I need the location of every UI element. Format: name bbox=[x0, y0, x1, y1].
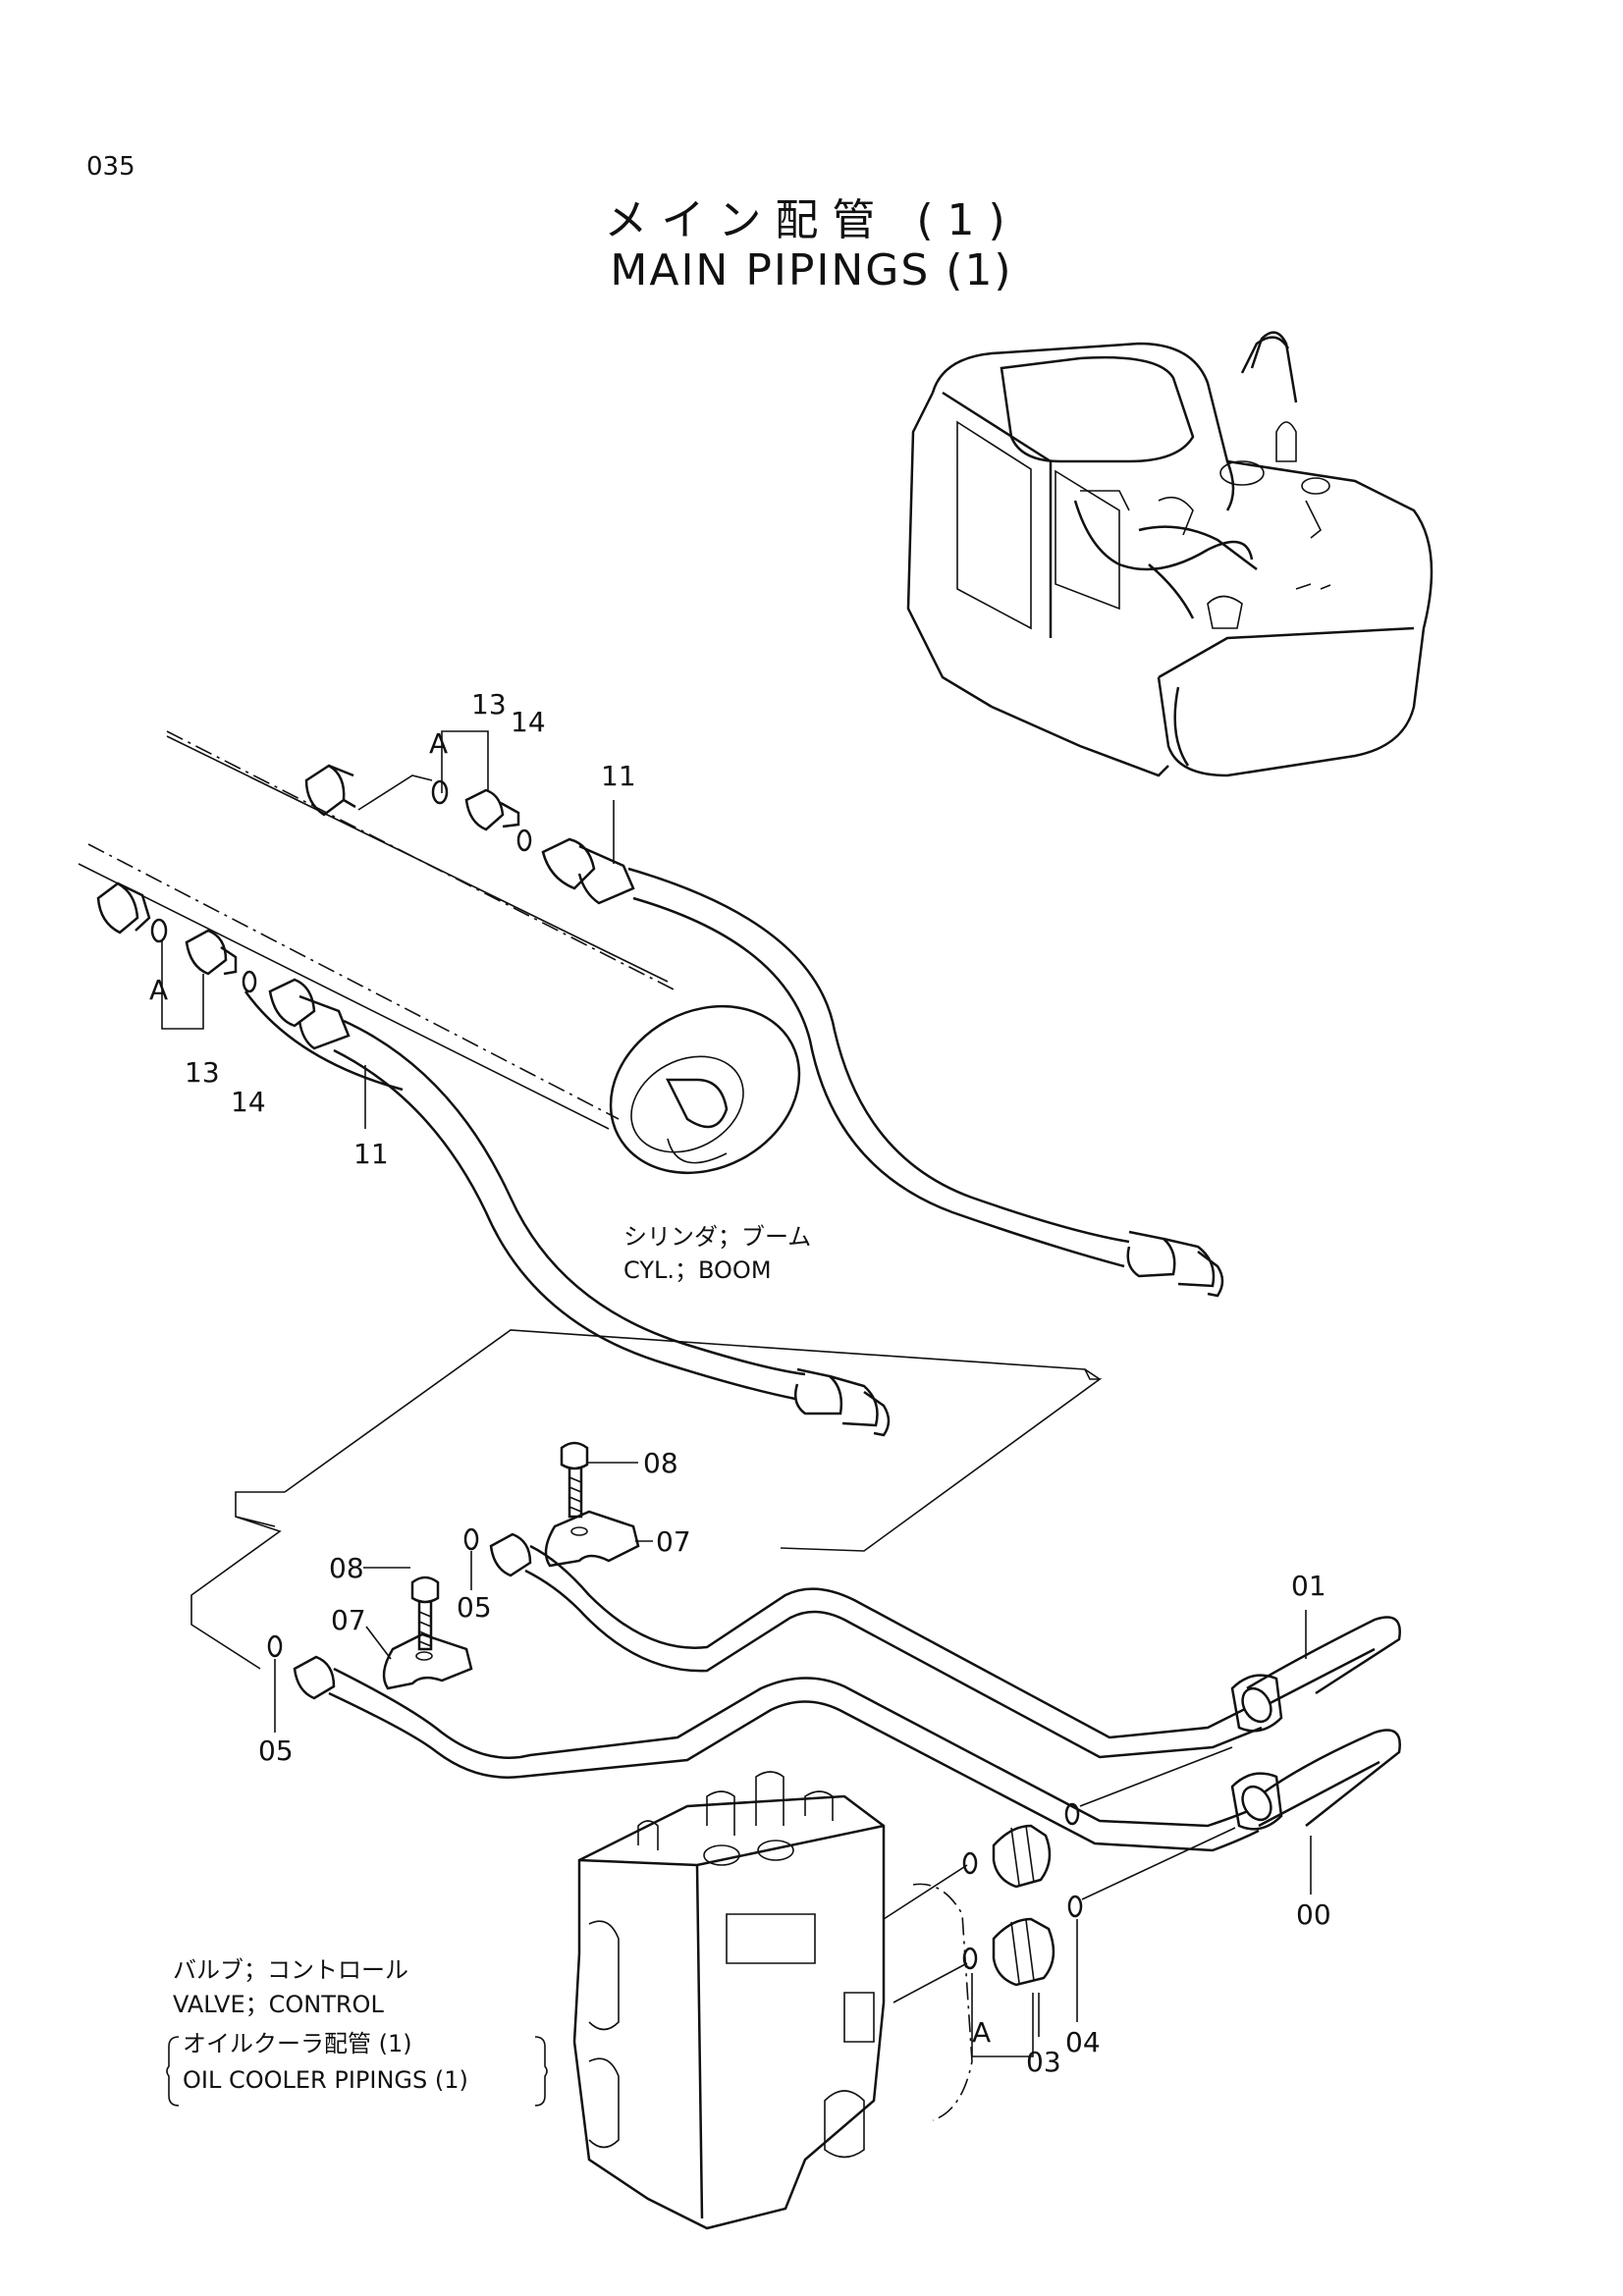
caption-oil-cooler-jp: オイルクーラ配管 (1) bbox=[183, 2030, 412, 2057]
control-valve-drawing bbox=[572, 1771, 973, 2230]
part-label-a-top: A bbox=[429, 727, 448, 760]
cooler-caption-bracket bbox=[166, 2036, 548, 2107]
part-label-01: 01 bbox=[1291, 1570, 1326, 1602]
captions: シリンダ；ブーム CYL.；BOOM バルブ；コントロール VALVE；CONT… bbox=[173, 1223, 811, 2094]
caption-oil-cooler-en: OIL COOLER PIPINGS (1) bbox=[183, 2066, 468, 2094]
part-label-07-mid: 07 bbox=[331, 1604, 366, 1636]
part-label-00: 00 bbox=[1296, 1898, 1331, 1931]
caption-control-valve-en: VALVE；CONTROL bbox=[173, 1991, 384, 2018]
excavator-overview-drawing bbox=[906, 331, 1434, 777]
part-labels: 13 14 A 11 A 13 14 11 08 07 08 05 07 05 … bbox=[149, 688, 1331, 2078]
caption-boom-cylinder-jp: シリンダ；ブーム bbox=[623, 1223, 811, 1251]
part-label-11-left: 11 bbox=[353, 1138, 389, 1170]
part-label-08-mid: 08 bbox=[329, 1552, 364, 1584]
part-label-03: 03 bbox=[1026, 2046, 1061, 2078]
page-title-japanese: メイン配管 (1) bbox=[604, 195, 1019, 245]
top-fitting-chain bbox=[304, 730, 635, 905]
part-label-04: 04 bbox=[1065, 2026, 1101, 2058]
part-label-05-mid: 05 bbox=[457, 1591, 492, 1624]
hose-upper bbox=[627, 867, 1224, 1298]
part-label-08-top: 08 bbox=[643, 1447, 678, 1479]
boom-cylinder-drawing bbox=[78, 730, 801, 1175]
o-rings-05 bbox=[267, 1527, 479, 1733]
part-label-05-low: 05 bbox=[258, 1735, 294, 1767]
mounting-plate bbox=[190, 1329, 1103, 1670]
part-label-07-top: 07 bbox=[656, 1525, 691, 1558]
left-fitting-chain bbox=[96, 881, 366, 1129]
page-title-english: MAIN PIPINGS (1) bbox=[610, 245, 1013, 295]
caption-control-valve-jp: バルブ；コントロール bbox=[173, 1956, 408, 1984]
part-label-a-left: A bbox=[149, 974, 168, 1006]
clamp-assembly bbox=[363, 1441, 653, 1690]
cooler-pipes bbox=[293, 1532, 1401, 1895]
part-label-13-top: 13 bbox=[471, 688, 507, 721]
hose-lower bbox=[333, 1019, 891, 1437]
part-label-11-top: 11 bbox=[601, 760, 636, 792]
part-label-13-left: 13 bbox=[185, 1056, 220, 1089]
valve-fittings bbox=[883, 1746, 1236, 2057]
part-label-14-left: 14 bbox=[231, 1086, 266, 1118]
part-label-14-top: 14 bbox=[511, 706, 546, 738]
part-label-a-bottom: A bbox=[972, 2016, 991, 2049]
caption-boom-cylinder-en: CYL.；BOOM bbox=[623, 1256, 772, 1284]
page-number: 035 bbox=[86, 152, 135, 182]
